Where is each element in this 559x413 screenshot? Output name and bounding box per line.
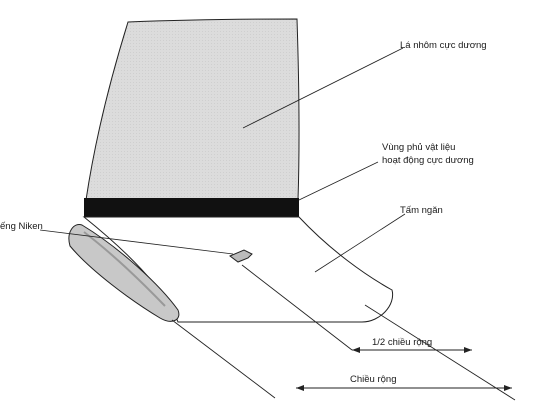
half-width-arrowhead-left — [352, 347, 360, 353]
dimension-line-left — [171, 319, 276, 399]
full-width-arrowhead-right — [504, 385, 512, 391]
half-width-arrowhead-right — [464, 347, 472, 353]
label-separator: Tấm ngăn — [400, 205, 443, 216]
rolled-edge — [68, 223, 180, 322]
leader-aluminum-foil — [242, 47, 404, 129]
leader-nickel-tab — [39, 229, 234, 255]
aluminum-foil-sheet — [85, 18, 300, 201]
label-full-width: Chiều rộng — [350, 374, 396, 385]
active-coating-band — [84, 198, 299, 217]
label-aluminum-foil: Lá nhôm cực dương — [400, 40, 487, 51]
label-coating-line2: hoạt động cực dương — [382, 155, 474, 166]
label-half-width: 1/2 chiều rộng — [372, 337, 432, 348]
label-coating-line1: Vùng phủ vật liệu — [382, 142, 455, 153]
leader-separator — [314, 213, 406, 273]
label-nickel-tab: ếng Niken — [0, 221, 43, 232]
nickel-tab — [229, 249, 253, 263]
dimension-line-edge — [364, 304, 516, 401]
leader-coating — [298, 161, 379, 201]
dimension-line-center — [241, 264, 353, 351]
rolled-edge-highlight — [83, 231, 166, 307]
full-width-arrowhead-left — [296, 385, 304, 391]
